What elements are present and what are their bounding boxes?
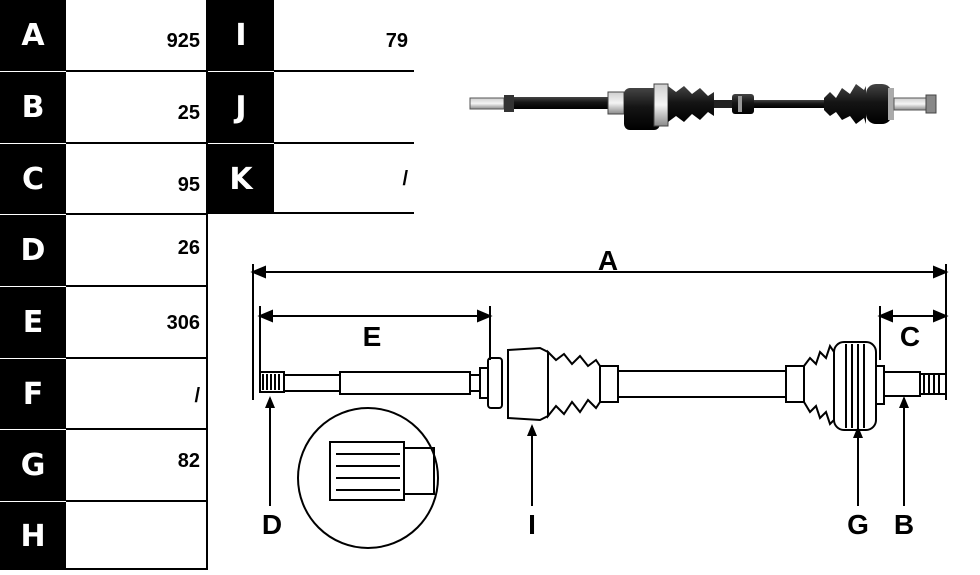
row-value-j [274, 72, 414, 143]
row-value-g: 82 [66, 430, 206, 501]
row-value-h [66, 502, 206, 570]
row-label-f: F [0, 359, 66, 429]
divider [274, 70, 414, 72]
row-value-k: / [274, 144, 414, 214]
row-label-h: H [0, 502, 66, 570]
divider [66, 213, 206, 215]
row-label-j: J [208, 72, 274, 143]
drive-shaft-line-drawing: A E C D I G B [250, 245, 949, 549]
divider [274, 142, 414, 144]
row-value-d: 26 [66, 215, 206, 286]
product-photo [414, 0, 980, 214]
row-value-c: 95 [66, 144, 206, 214]
divider [66, 70, 206, 72]
divider [66, 428, 206, 430]
row-label-k: K [208, 144, 274, 214]
row-label-d: D [0, 215, 66, 286]
dimension-label-i: I [528, 509, 536, 540]
divider [66, 357, 206, 359]
row-label-i: I [208, 0, 274, 71]
dimension-label-e: E [363, 321, 382, 352]
dimension-label-g: G [847, 509, 869, 540]
divider [66, 500, 206, 502]
row-label-a: A [0, 0, 66, 71]
row-label-b: B [0, 72, 66, 143]
dimension-label-c: C [900, 321, 920, 352]
divider [206, 0, 208, 570]
row-label-g: G [0, 430, 66, 501]
dimension-label-a: A [598, 245, 618, 276]
dimension-drawing: A E C D I G B [208, 214, 980, 570]
divider [66, 285, 206, 287]
divider [66, 142, 206, 144]
row-value-b: 25 [66, 72, 206, 143]
row-label-e: E [0, 287, 66, 358]
drive-shaft-photo-image [469, 83, 937, 130]
row-value-f: / [66, 359, 206, 429]
row-label-c: C [0, 144, 66, 214]
dimension-label-b: B [894, 509, 914, 540]
dimension-label-d: D [262, 509, 282, 540]
row-value-i: 79 [274, 0, 414, 71]
row-value-e: 306 [66, 287, 206, 358]
row-value-a: 925 [66, 0, 206, 71]
